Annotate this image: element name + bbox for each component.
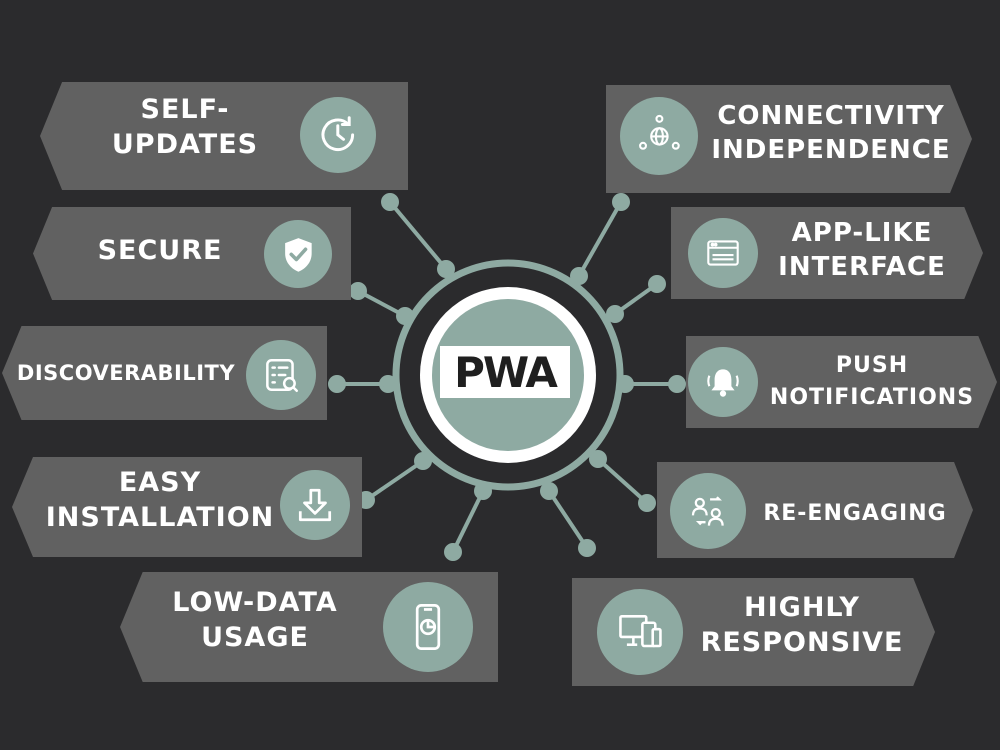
bell-icon <box>688 347 758 417</box>
download-icon <box>280 470 350 540</box>
feature-label-self-updates: SELF- UPDATES <box>111 94 259 161</box>
feature-label-discoverability: DISCOVERABILITY <box>16 361 236 385</box>
pwa-logo: PWA <box>440 346 570 398</box>
feature-label-push-notifications: PUSH NOTIFICATIONS <box>769 353 975 410</box>
feature-label-app-like-interface: APP-LIKE INTERFACE <box>778 218 946 282</box>
feature-label-re-engaging: RE-ENGAGING <box>763 501 947 526</box>
feature-label-low-data-usage: LOW-DATA USAGE <box>172 587 338 654</box>
feature-label-highly-responsive: HIGHLY RESPONSIVE <box>700 592 904 659</box>
feature-label-connectivity-independence: CONNECTIVITY INDEPENDENCE <box>711 101 951 165</box>
users-exchange-icon <box>670 473 746 549</box>
feature-label-easy-installation: EASY INSTALLATION <box>45 467 275 534</box>
phone-chart-icon <box>383 582 473 672</box>
devices-icon <box>597 589 683 675</box>
globe-people-icon <box>620 97 698 175</box>
browser-window-icon <box>688 218 758 288</box>
feature-label-secure: SECURE <box>97 235 223 266</box>
clock-refresh-icon <box>300 97 376 173</box>
list-search-icon <box>246 340 316 410</box>
shield-check-icon <box>264 220 332 288</box>
